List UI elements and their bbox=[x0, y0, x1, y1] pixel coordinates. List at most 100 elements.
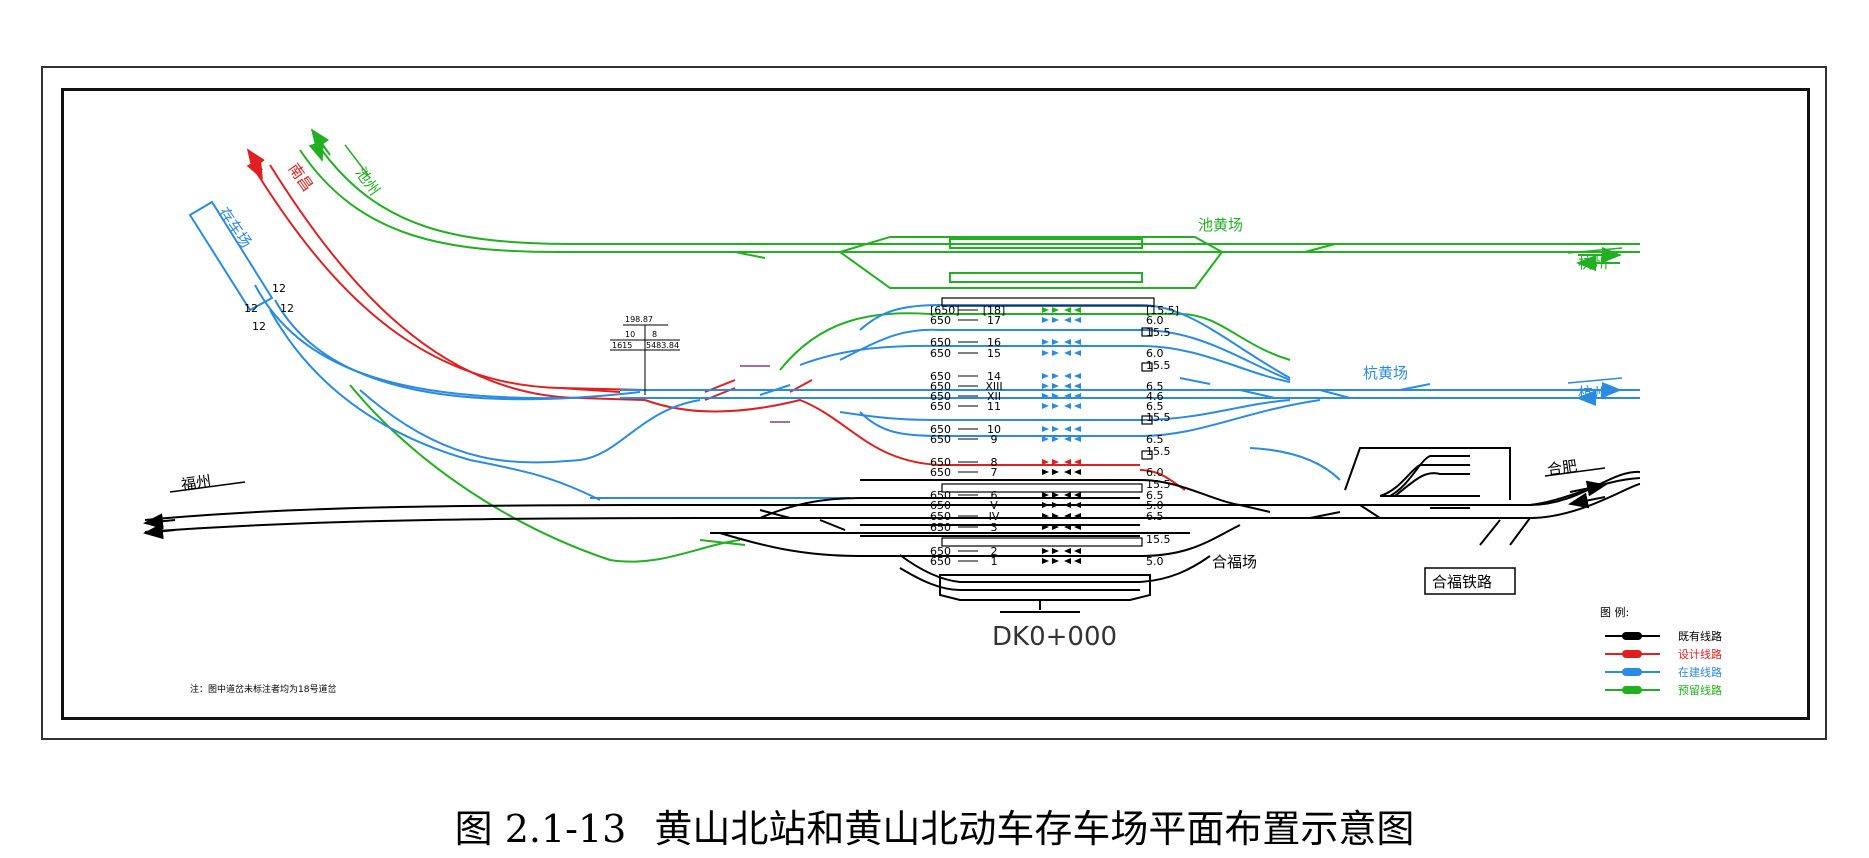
track-grade: 6.5 bbox=[1146, 489, 1164, 502]
track-line bbox=[274, 299, 641, 401]
track-line bbox=[1249, 447, 1341, 481]
storage-yard-label: 存车场 bbox=[215, 204, 256, 251]
track-line bbox=[860, 478, 1241, 506]
legend-swatch bbox=[1622, 632, 1642, 640]
track-line bbox=[359, 389, 701, 464]
platform bbox=[949, 238, 1143, 249]
direction-arrow-icon bbox=[1042, 393, 1049, 399]
track-line bbox=[799, 344, 1291, 383]
track-grade: 15.5 bbox=[1146, 533, 1171, 546]
direction-arrow-icon bbox=[1064, 492, 1071, 498]
track-line bbox=[349, 384, 741, 563]
track-grade: 15.5 bbox=[1146, 478, 1171, 491]
direction-arrow-icon bbox=[1074, 502, 1081, 508]
switch bbox=[759, 384, 791, 396]
mileage-label: DK0+000 bbox=[992, 622, 1117, 652]
track-length: 650 bbox=[930, 370, 951, 383]
hefu-railway-label: 合福铁路 bbox=[1432, 573, 1492, 591]
hefu-yard-label: 合福场 bbox=[1212, 553, 1257, 571]
track-number: 8 bbox=[991, 456, 998, 469]
direction-arrows bbox=[1042, 307, 1081, 564]
track-grade: 6.0 bbox=[1146, 347, 1164, 360]
storage-yard-outline bbox=[188, 200, 274, 312]
direction-arrow-icon bbox=[1052, 548, 1059, 554]
track-grade: 15.5 bbox=[1146, 411, 1171, 424]
direction-arrow-icon bbox=[1064, 403, 1071, 409]
siding bbox=[1394, 472, 1470, 497]
hangzhou-top-label: 杭州 bbox=[1578, 254, 1608, 272]
direction-arrow-icon bbox=[1074, 469, 1081, 475]
nanchang-arrow-2 bbox=[246, 154, 263, 180]
switch bbox=[699, 539, 746, 546]
switch bbox=[1359, 504, 1381, 519]
signal-box-top: 198.87 bbox=[625, 315, 653, 324]
direction-arrow-icon bbox=[1042, 459, 1049, 465]
track-length: 650 bbox=[930, 380, 951, 393]
track-line bbox=[759, 497, 861, 519]
direction-arrow-icon bbox=[1074, 403, 1081, 409]
switch bbox=[819, 519, 846, 531]
track-length: 650 bbox=[930, 555, 951, 568]
direction-arrow-icon bbox=[1074, 558, 1081, 564]
track-line bbox=[269, 309, 601, 501]
track-length: 650 bbox=[930, 456, 951, 469]
track-number: 16 bbox=[987, 336, 1001, 349]
direction-arrow-icon bbox=[1042, 307, 1049, 313]
direction-arrow-icon bbox=[1064, 558, 1071, 564]
switch-number: 12 bbox=[252, 320, 266, 333]
legend-label: 预留线路 bbox=[1678, 683, 1722, 697]
chizhou-arrow bbox=[310, 128, 331, 156]
signal-box-right-bottom: 5483.84 bbox=[646, 341, 679, 350]
direction-arrow-icon bbox=[1052, 393, 1059, 399]
track-length: [650] bbox=[930, 304, 960, 317]
track-length: 650 bbox=[930, 521, 951, 534]
direction-arrow-icon bbox=[1064, 307, 1071, 313]
direction-arrow-icon bbox=[1052, 513, 1059, 519]
track-number: 15 bbox=[987, 347, 1001, 360]
direction-arrow-icon bbox=[1052, 524, 1059, 530]
hefei-arrow-2 bbox=[1568, 492, 1606, 509]
track-grade: 5.0 bbox=[1146, 555, 1164, 568]
track-length: 650 bbox=[930, 423, 951, 436]
direction-arrow-icon bbox=[1042, 426, 1049, 432]
signal-box-left-bottom: 1615 bbox=[612, 341, 632, 350]
direction-arrow-icon bbox=[1074, 307, 1081, 313]
track-length: 650 bbox=[930, 466, 951, 479]
switch-number: 12 bbox=[272, 282, 286, 295]
direction-arrow-icon bbox=[1052, 317, 1059, 323]
track-line bbox=[839, 399, 1291, 421]
hefei-label: 合肥 bbox=[1546, 457, 1578, 479]
hefei-label-line bbox=[1544, 467, 1606, 477]
track-main bbox=[144, 483, 1641, 533]
switch bbox=[734, 251, 766, 259]
track-number: 10 bbox=[987, 423, 1001, 436]
direction-arrow-icon bbox=[1052, 373, 1059, 379]
legend-label: 在建线路 bbox=[1678, 665, 1722, 679]
direction-arrow-icon bbox=[1042, 339, 1049, 345]
track-length: 650 bbox=[930, 545, 951, 558]
direction-arrow-icon bbox=[1042, 383, 1049, 389]
track-number: 7 bbox=[991, 466, 998, 479]
direction-arrow-icon bbox=[1042, 548, 1049, 554]
direction-arrow-icon bbox=[1042, 350, 1049, 356]
track-line bbox=[269, 164, 646, 401]
track-number: 3 bbox=[991, 521, 998, 534]
fuzhou-label: 福州 bbox=[180, 472, 212, 494]
switch bbox=[1319, 389, 1351, 399]
hefu-railway-box bbox=[1424, 567, 1516, 595]
track-line bbox=[644, 398, 1140, 466]
chizhou-label-line bbox=[344, 144, 369, 176]
track-line bbox=[779, 312, 1291, 371]
track-grade: 6.5 bbox=[1146, 380, 1164, 393]
track-line bbox=[839, 328, 1291, 381]
signal-box-right-top: 8 bbox=[652, 330, 657, 339]
direction-arrow-icon bbox=[1064, 317, 1071, 323]
track-line bbox=[899, 554, 1211, 583]
track-grade: 6.0 bbox=[1146, 466, 1164, 479]
track-label-rects bbox=[941, 297, 1155, 547]
track-grade: 6.0 bbox=[1146, 314, 1164, 327]
track-number: 14 bbox=[987, 370, 1001, 383]
switch bbox=[1399, 383, 1431, 391]
nanchang-arrow-1 bbox=[246, 148, 265, 171]
